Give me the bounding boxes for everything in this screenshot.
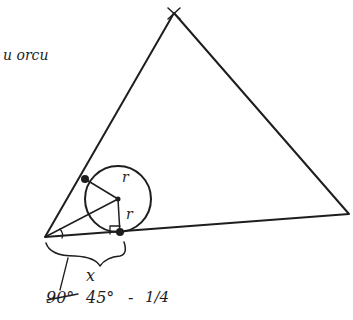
bisector-line (45, 199, 118, 237)
tangent-point (116, 228, 124, 236)
radius-label: r (122, 170, 129, 184)
angle-note: 1/4 (145, 290, 169, 305)
angle-arc (60, 229, 63, 238)
angle-leader (60, 258, 68, 290)
radius-lines (85, 179, 120, 234)
angle-note: 90° (46, 290, 74, 306)
length-label: x (86, 268, 95, 284)
tangent-point (81, 175, 89, 183)
inscribed-circle (85, 166, 151, 232)
radius-label: r (126, 207, 133, 221)
x-brace (46, 242, 125, 266)
angle-note: 45° (86, 290, 114, 306)
circle-center (116, 197, 121, 202)
triangle (45, 13, 349, 237)
angle-note: - (128, 290, 133, 306)
note-text: u orcu (3, 48, 48, 62)
vertex-mark (168, 8, 180, 19)
